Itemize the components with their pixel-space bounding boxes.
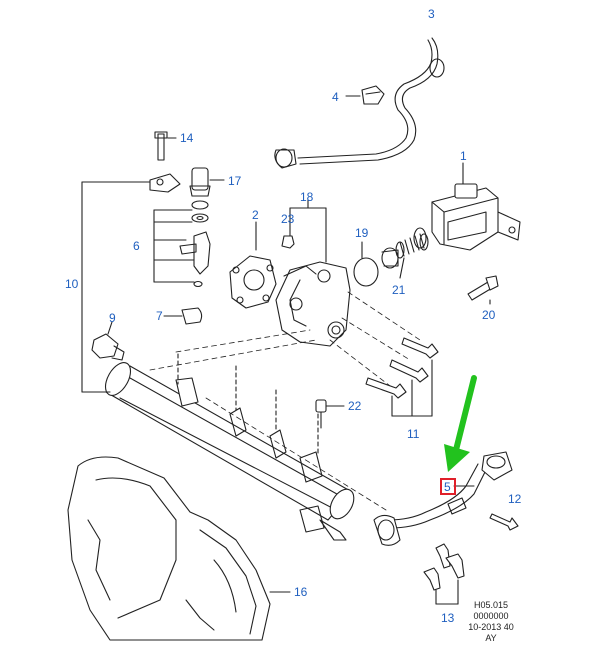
callout-16: 16 (294, 585, 308, 599)
callout-5: 5 (444, 480, 451, 494)
callout-19: 19 (355, 226, 369, 240)
callout-17: 17 (228, 174, 242, 188)
bolt-part-22 (315, 399, 345, 429)
callout-5-highlight (440, 478, 456, 495)
fuel-pipe-part-5 (373, 451, 513, 546)
callout-22: 22 (348, 399, 362, 413)
pump-part-1 (413, 162, 521, 251)
fuel-rail-part-10 (81, 181, 355, 541)
reference-line-2: 0000000 (473, 611, 509, 621)
callout-2: 2 (252, 208, 259, 222)
reference-line-3: 10-2013 40 (468, 622, 514, 632)
callout-1: 1 (460, 149, 467, 163)
callout-6: 6 (133, 239, 140, 253)
reference-line-1: H05.015 (473, 600, 509, 610)
callout-18: 18 (300, 190, 314, 204)
callout-13: 13 (441, 611, 455, 625)
pump-housing-part-18 (275, 199, 351, 347)
heat-shield-part-16 (67, 456, 291, 641)
green-pointer-arrow (444, 375, 477, 472)
callout-10: 10 (65, 277, 79, 291)
bolt-part-20 (467, 275, 499, 305)
callout-7: 7 (156, 309, 163, 323)
clip-part-4 (345, 85, 385, 105)
seal-part-19 (353, 241, 399, 287)
callout-3: 3 (428, 7, 435, 21)
callout-11: 11 (407, 427, 420, 441)
bolts-part-11 (365, 337, 439, 417)
injector-stack-part-6 (149, 131, 225, 288)
callout-23: 23 (281, 212, 295, 226)
nut-part-23 (281, 235, 295, 249)
sensor-part-9 (91, 321, 125, 361)
callout-20: 20 (482, 308, 496, 322)
callout-4: 4 (332, 90, 339, 104)
clamp-part-7 (163, 307, 203, 325)
callout-14: 14 (180, 131, 194, 145)
bolt-part-12 (489, 513, 519, 531)
callout-9: 9 (109, 311, 116, 325)
reference-code: H05.015 0000000 10-2013 40 AY (464, 600, 518, 644)
alignment-lines (149, 291, 421, 511)
gasket-part-2 (229, 221, 277, 309)
callout-21: 21 (392, 283, 406, 297)
spring-part-21 (395, 233, 429, 279)
callout-12: 12 (508, 492, 522, 506)
bolts-part-13 (423, 543, 465, 605)
reference-line-4: AY (485, 633, 497, 643)
return-hose-part-3 (274, 35, 445, 169)
